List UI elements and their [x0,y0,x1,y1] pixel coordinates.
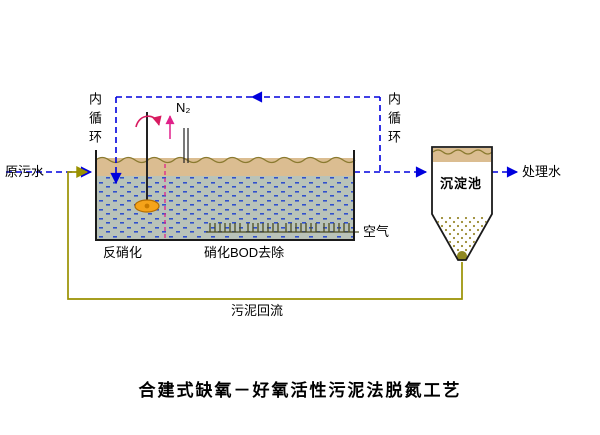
nitrification-zone-label: 硝化BOD去除 [204,245,285,260]
denitrification-zone-label: 反硝化 [103,245,143,260]
tank-water-surface-wave [95,156,356,164]
mixer-rotation-arrow [135,115,162,128]
tank-scum-layer [97,158,353,176]
inner-loop-left-label: 内循环 [87,92,102,149]
clarifier-scum-layer [433,148,491,162]
diffuser-teeth [209,223,350,232]
air-label: 空气 [363,224,390,239]
internal-circulation-line [110,91,381,185]
diagram-title: 合建式缺氧－好氧活性污泥法脱氮工艺 [138,381,462,400]
anoxic-zone-mixer [134,112,189,238]
raw-water-label: 原污水 [5,164,45,179]
aeration-diffusers [206,223,359,233]
sludge-return-label: 污泥回流 [231,303,284,318]
gas-vent-pipe [183,128,189,163]
inner-loop-right-label: 内循环 [386,92,401,149]
sludge-return-line [67,166,463,300]
clarifier [431,146,493,261]
settled-sludge-dots [435,217,489,259]
sludge-hopper-blob [457,251,467,261]
clarifier-walls [431,146,493,261]
n2-label: N₂ [176,100,191,115]
tank-walls [95,150,355,241]
clarifier-label: 沉淀池 [440,176,483,191]
mixer-impeller [134,199,160,213]
treated-water-label: 处理水 [522,164,562,179]
clarifier-surface-wave [432,149,493,155]
